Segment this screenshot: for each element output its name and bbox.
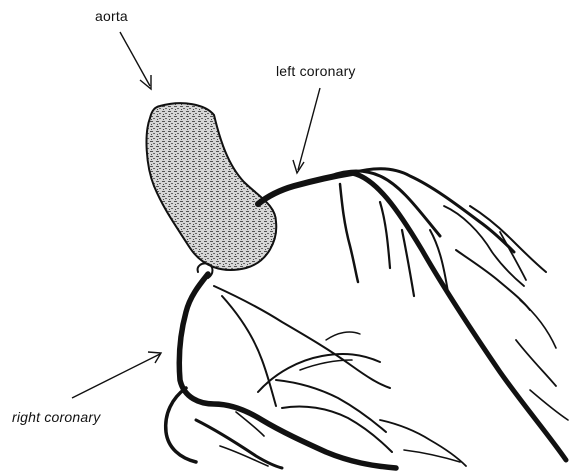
right-coronary-arrow	[72, 352, 161, 398]
right-coronary-tree	[166, 263, 466, 468]
left-coronary-arrow	[293, 88, 320, 173]
left-coronary-label: left coronary	[276, 63, 356, 79]
aorta-arrow	[120, 32, 151, 89]
aorta-shape	[147, 103, 277, 270]
aorta-label: aorta	[95, 8, 128, 24]
right-coronary-label: right coronary	[12, 409, 100, 425]
left-coronary-tree	[258, 169, 568, 460]
